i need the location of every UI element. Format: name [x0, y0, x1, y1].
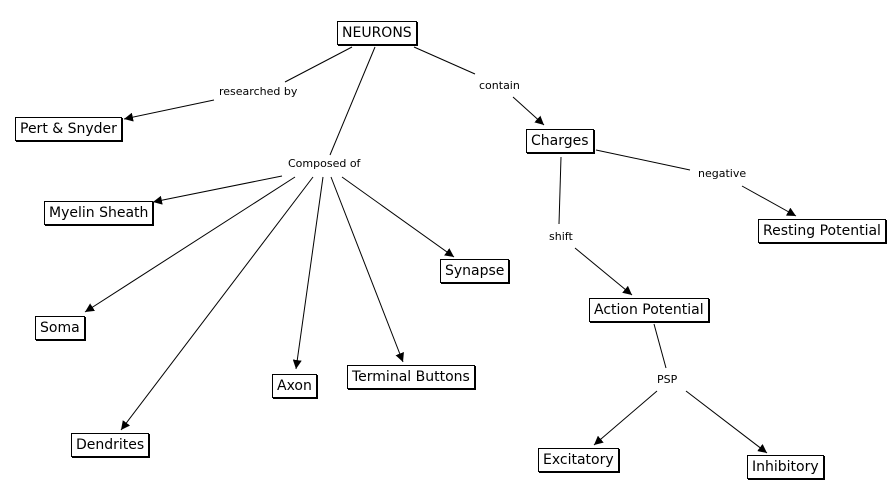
node-charges[interactable]: Charges [526, 129, 594, 153]
node-dendrites[interactable]: Dendrites [71, 433, 150, 457]
edge-charges-negative [595, 149, 691, 171]
node-pert-snyder[interactable]: Pert & Snyder [15, 117, 122, 141]
edge-researched-by-pert-snyder [123, 99, 215, 122]
node-myelin-sheath[interactable]: Myelin Sheath [44, 201, 154, 225]
node-axon[interactable]: Axon [272, 374, 317, 398]
edge-psp-excitatory [593, 390, 658, 446]
edge-composed-synapse [341, 176, 455, 258]
node-excitatory[interactable]: Excitatory [538, 448, 619, 472]
node-inhibitory[interactable]: Inhibitory [747, 455, 824, 479]
edge-composed-axon [292, 176, 324, 370]
edge-contain-charges [512, 96, 545, 126]
edge-psp-inhibitory [685, 390, 768, 454]
edge-negative-resting [741, 185, 797, 217]
edge-neurons-composed-of [329, 46, 376, 156]
edge-shift-action [574, 247, 633, 296]
link-label-composed-of: Composed of [287, 157, 362, 170]
link-label-shift: shift [548, 230, 574, 243]
edge-neurons-researched-by [284, 46, 353, 83]
edge-composed-soma [84, 176, 296, 313]
node-neurons[interactable]: NEURONS [337, 21, 417, 45]
edge-neurons-contain [413, 46, 476, 75]
node-soma[interactable]: Soma [35, 316, 85, 340]
node-synapse[interactable]: Synapse [440, 259, 510, 283]
link-label-psp: PSP [656, 373, 679, 386]
link-label-researched-by: researched by [218, 85, 299, 98]
node-resting-potential[interactable]: Resting Potential [758, 219, 886, 243]
edge-charges-shift [558, 156, 562, 225]
edge-composed-myelin [152, 175, 283, 205]
edge-composed-dendrites [120, 176, 314, 431]
link-label-negative: negative [697, 167, 748, 180]
node-action-potential[interactable]: Action Potential [589, 298, 709, 322]
edge-action-psp [653, 323, 667, 369]
edge-composed-terminal-buttons [330, 176, 404, 363]
node-terminal-buttons[interactable]: Terminal Buttons [347, 365, 475, 389]
link-label-contain: contain [478, 79, 521, 92]
